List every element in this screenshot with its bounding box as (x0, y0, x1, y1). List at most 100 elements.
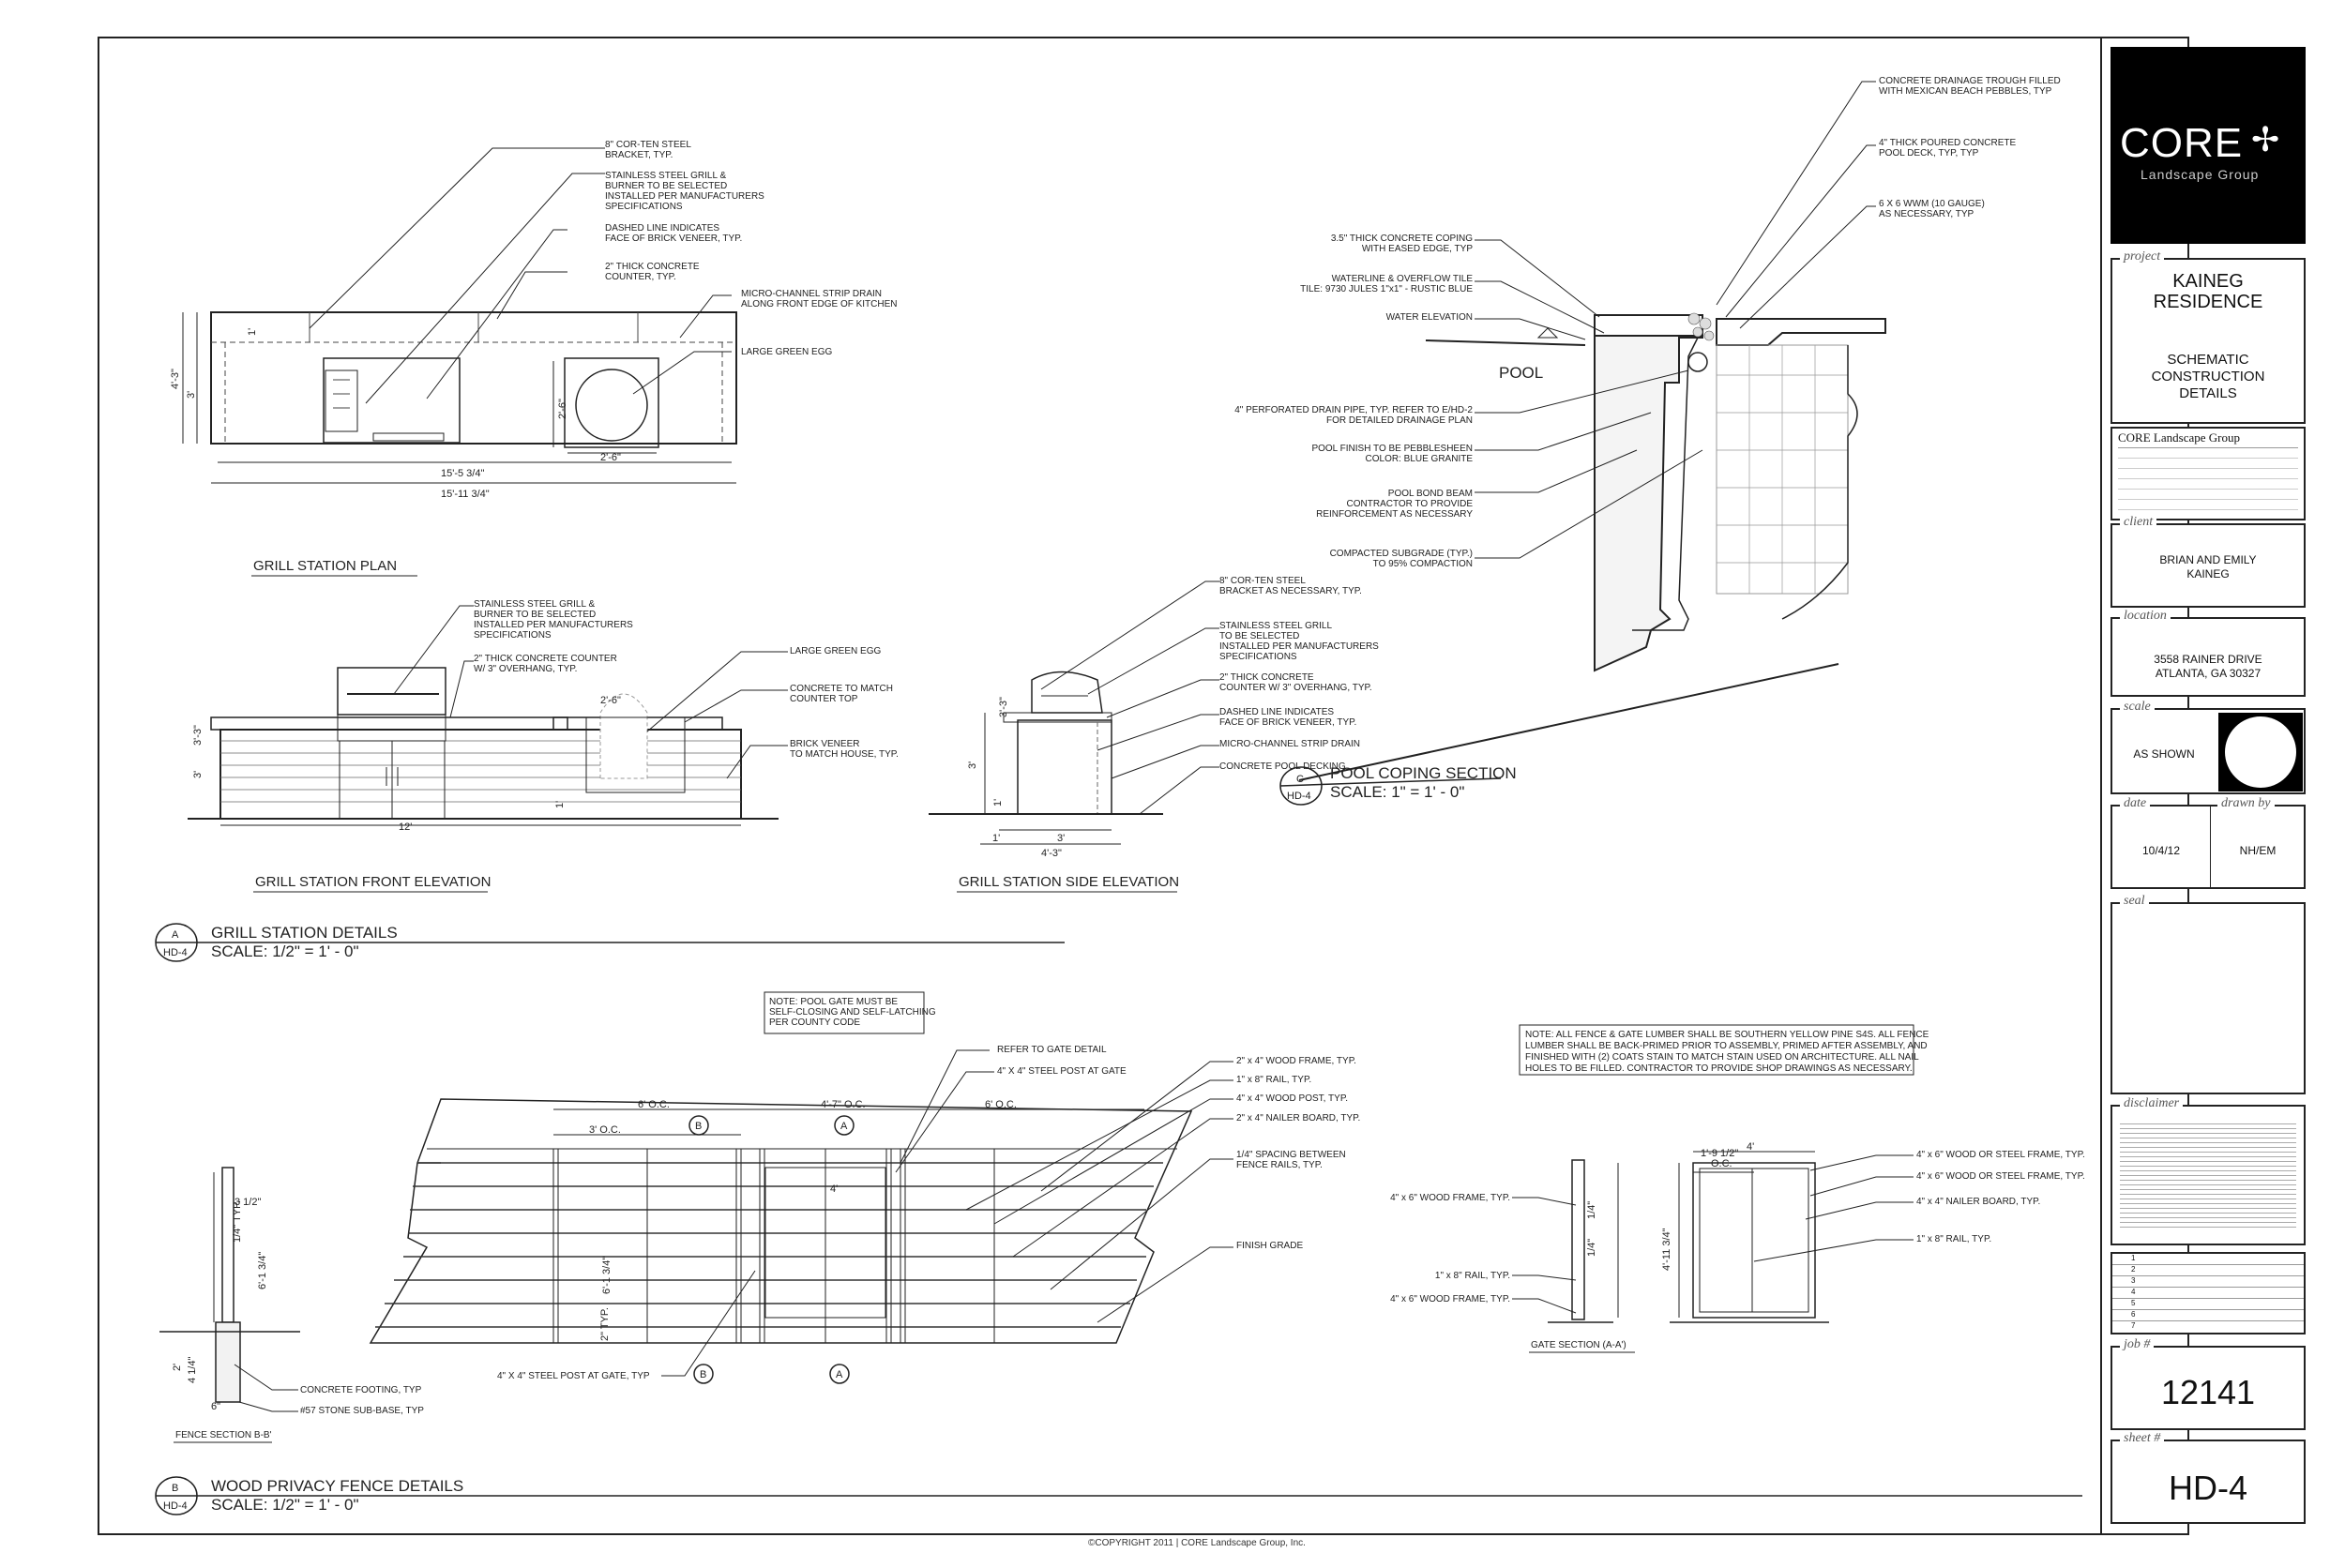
fence-note-2: 4" X 4" STEEL POST AT GATE (997, 1066, 1127, 1077)
fence-dim-2: 4'-7" O.C. (821, 1099, 866, 1110)
job-label: job # (2120, 1337, 2155, 1352)
bb-dim-5: 4 1/4" (187, 1357, 198, 1383)
gate-note-1: NOTE: POOL GATE MUST BE (769, 997, 898, 1007)
pool-note-3: 4" THICK POURED CONCRETE (1879, 138, 2016, 148)
marker-a-top: A (840, 1121, 848, 1132)
side-note-11: MICRO-CHANNEL STRIP DRAIN (1219, 739, 1360, 749)
detail-b-letter: B (172, 1483, 178, 1494)
logo-main: CORE (2120, 120, 2244, 166)
side-dim-1: 3'-3" (998, 697, 1009, 717)
marker-b-bottom: B (700, 1369, 706, 1380)
drawn-value: NH/EM (2239, 844, 2277, 857)
location-line-2: ATLANTA, GA 30327 (2155, 667, 2262, 680)
bb-dim-4: 2' (172, 1364, 183, 1371)
side-note-3: STAINLESS STEEL GRILL (1219, 621, 1332, 631)
detail-b-scale: SCALE: 1/2" = 1' - 0" (211, 1496, 359, 1514)
fence-note-9: FINISH GRADE (1236, 1241, 1303, 1251)
pool-note-12: 4" PERFORATED DRAIN PIPE, TYP. REFER TO … (1234, 405, 1473, 415)
fence-elevation: NOTE: POOL GATE MUST BE SELF-CLOSING AND… (369, 991, 1360, 1384)
section-markers: B A B A (688, 1115, 855, 1384)
bb-dim-2: 1/4" TYP. (232, 1200, 243, 1243)
fence-dim-7: 2" TYP. (599, 1307, 611, 1341)
front-note-9: COUNTER TOP (790, 694, 858, 704)
revision-row: 2 (2112, 1265, 2304, 1276)
side-note-9: DASHED LINE INDICATES (1219, 707, 1334, 717)
gate-right-note-2: 4" x 6" WOOD OR STEEL FRAME, TYP. (1916, 1171, 2085, 1182)
copyright-icon: © (1088, 1538, 1096, 1548)
side-dim-2: 3' (967, 761, 978, 769)
pool-note-14: POOL FINISH TO BE PEBBLESHEEN (1311, 444, 1473, 454)
plan-note-7: DASHED LINE INDICATES (605, 223, 719, 234)
gate-dim-5: 1/4" (1586, 1201, 1597, 1219)
pool-note-13: FOR DETAILED DRAINAGE PLAN (1326, 415, 1473, 426)
date-box: date drawn by 10/4/12 NH/EM (2110, 796, 2306, 889)
pool-note-6: AS NECESSARY, TYP (1879, 209, 1974, 219)
gate-title: GATE SECTION (A-A') (1531, 1340, 1626, 1350)
pool-note-18: REINFORCEMENT AS NECESSARY (1316, 509, 1473, 520)
gate-note-2: SELF-CLOSING AND SELF-LATCHING (769, 1007, 936, 1018)
side-note-2: BRACKET AS NECESSARY, TYP. (1219, 586, 1362, 596)
location-line-1: 3558 RAINER DRIVE (2154, 653, 2262, 666)
plan-note-4: BURNER TO BE SELECTED (605, 181, 727, 191)
detail-c-letter: C (1296, 774, 1304, 785)
front-note-3: INSTALLED PER MANUFACTURERS (474, 620, 633, 630)
job-number: 12141 (2160, 1373, 2256, 1411)
client-line-2: KAINEG (2186, 567, 2230, 580)
project-name-2: RESIDENCE (2153, 292, 2263, 312)
plan-note-3: STAINLESS STEEL GRILL & (605, 171, 726, 181)
fence-dim-6: 6'-1 3/4" (601, 1257, 613, 1294)
side-note-4: TO BE SELECTED (1219, 631, 1299, 641)
fence-note-10: 4" X 4" STEEL POST AT GATE, TYP (497, 1371, 650, 1381)
sheet-label: sheet # (2120, 1431, 2165, 1446)
fence-dim-3: 6' O.C. (985, 1099, 1017, 1110)
fence-dim-5: 4' (830, 1184, 838, 1195)
pool-note-11: WATER ELEVATION (1386, 312, 1473, 323)
plan-note-8: FACE OF BRICK VENEER, TYP. (605, 234, 742, 244)
lumber-note-2: LUMBER SHALL BE BACK-PRIMED PRIOR TO ASS… (1525, 1041, 1928, 1051)
plan-dim-counter: 3' (186, 391, 197, 399)
client-label: client (2120, 515, 2157, 530)
lumber-note-4: HOLES TO BE FILLED. CONTRACTOR TO PROVID… (1525, 1063, 1913, 1074)
side-note-6: SPECIFICATIONS (1219, 652, 1297, 662)
project-box: project KAINEG RESIDENCE SCHEMATIC CONST… (2110, 249, 2306, 424)
pool-note-5: 6 X 6 WWM (10 GAUGE) (1879, 199, 1985, 209)
detail-c-sheet: HD-4 (1287, 791, 1311, 802)
plan-note-5: INSTALLED PER MANUFACTURERS (605, 191, 764, 202)
plan-title: GRILL STATION PLAN (253, 558, 397, 574)
gate-right-note-3: 4" x 4" NAILER BOARD, TYP. (1916, 1197, 2040, 1207)
gate-right-note-1: 4" x 6" WOOD OR STEEL FRAME, TYP. (1916, 1150, 2085, 1160)
plan-note-2: BRACKET, TYP. (605, 150, 673, 160)
leaf-icon: ✢ (2251, 120, 2280, 158)
gate-left-note-2: 1" x 8" RAIL, TYP. (1435, 1271, 1510, 1281)
lumber-note-1: NOTE: ALL FENCE & GATE LUMBER SHALL BE S… (1525, 1030, 1929, 1040)
side-note-5: INSTALLED PER MANUFACTURERS (1219, 641, 1379, 652)
revision-row: 1 (2112, 1254, 2304, 1265)
seal-label: seal (2120, 894, 2149, 909)
project-desc-3: DETAILS (2179, 385, 2237, 401)
pool-title: POOL COPING SECTION (1330, 764, 1517, 782)
bb-dim-3: 6'-1 3/4" (257, 1252, 268, 1289)
pool-note-7: 3.5" THICK CONCRETE COPING (1331, 234, 1473, 244)
pool-note-16: POOL BOND BEAM (1388, 489, 1473, 499)
fence-note-4: 1" x 8" RAIL, TYP. (1236, 1075, 1311, 1085)
plan-dim-length-2: 15'-11 3/4" (441, 489, 490, 500)
logo-sub: Landscape Group (2141, 167, 2260, 182)
pool-note-15: COLOR: BLUE GRANITE (1366, 454, 1474, 464)
front-note-2: BURNER TO BE SELECTED (474, 610, 596, 620)
pool-label: POOL (1499, 364, 1543, 382)
grill-side-elevation: 3'-3" 3' 1' 1' 3' 4'-3" 8" COR-TEN STEEL… (929, 576, 1379, 893)
front-note-6: W/ 3" OVERHANG, TYP. (474, 664, 577, 674)
revision-row: 5 (2112, 1299, 2304, 1310)
gate-left-note-1: 4" x 6" WOOD FRAME, TYP. (1390, 1193, 1510, 1203)
detail-a-letter: A (172, 929, 179, 941)
grill-station-plan: 4'-3" 3' 1' 2'-6" 2'-6" 15'-5 3/4" 15'-1… (170, 140, 898, 577)
front-note-10: BRICK VENEER (790, 739, 859, 749)
fence-note-1: REFER TO GATE DETAIL (997, 1045, 1107, 1055)
detail-a-scale: SCALE: 1/2" = 1' - 0" (211, 942, 359, 960)
revision-row: 7 (2131, 1321, 2136, 1330)
gate-dim-1: 4' (1747, 1141, 1754, 1153)
fence-section-bb: 3 1/2" 1/4" TYP. 6'-1 3/4" 2' 4 1/4" 6" … (159, 1167, 424, 1443)
detail-b-sheet: HD-4 (163, 1500, 188, 1512)
bb-note-2: #57 STONE SUB-BASE, TYP (300, 1406, 424, 1416)
front-note-1: STAINLESS STEEL GRILL & (474, 599, 595, 610)
